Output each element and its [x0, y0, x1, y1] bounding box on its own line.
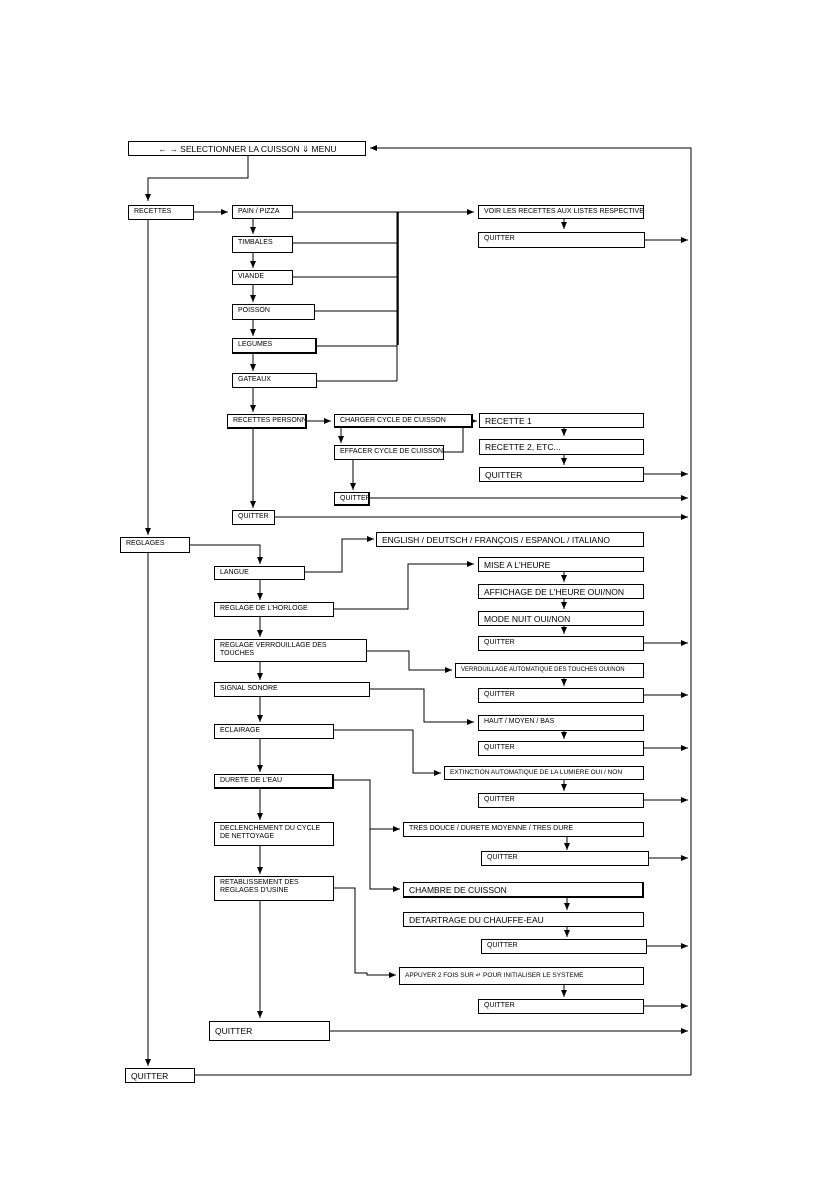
setting-langue[interactable]: LANGUE — [214, 566, 305, 580]
mise-a-l-heure[interactable]: MISE A L'HEURE — [478, 557, 644, 572]
setting-eclairage[interactable]: ECLAIRAGE — [214, 724, 334, 739]
affichage-heure[interactable]: AFFICHAGE DE L'HEURE OUI/NON — [478, 584, 644, 599]
effacer-cycle[interactable]: EFFACER CYCLE DE CUISSON — [334, 445, 444, 460]
detartrage[interactable]: DETARTRAGE DU CHAUFFE-EAU — [403, 912, 644, 927]
signal-quit-button[interactable]: QUITTER — [478, 741, 644, 756]
extinction-auto[interactable]: EXTINCTION AUTOMATIQUE DE LA LUMIERE OUI… — [444, 766, 644, 780]
recettes-quit-button[interactable]: QUITTER — [232, 510, 275, 525]
durete-quit-button[interactable]: QUITTER — [481, 851, 649, 866]
effacer-quit-button[interactable]: QUITTER — [334, 492, 370, 506]
recipe-gateaux[interactable]: GATEAUX — [232, 373, 317, 388]
verrouillage-quit-button[interactable]: QUITTER — [478, 688, 644, 703]
setting-reglages-usine[interactable]: RETABLISSEMENT DES REGLAGES D'USINE — [214, 876, 334, 901]
setting-signal-sonore[interactable]: SIGNAL SONORE — [214, 682, 370, 697]
chambre-de-cuisson[interactable]: CHAMBRE DE CUISSON — [403, 882, 644, 898]
verrouillage-auto[interactable]: VERROUILLAGE AUTOMATIQUE DES TOUCHES OUI… — [455, 663, 644, 678]
recipe-poisson[interactable]: POISSON — [232, 304, 315, 320]
usine-quit-button[interactable]: QUITTER — [478, 999, 644, 1014]
setting-verrouillage[interactable]: REGLAGE VERROUILLAGE DES TOUCHES — [214, 639, 367, 662]
nettoyage-quit-button[interactable]: QUITTER — [481, 939, 647, 954]
signal-options[interactable]: HAUT / MOYEN / BAS — [478, 715, 644, 731]
reglages-menu[interactable]: REGLAGES — [120, 537, 190, 553]
setting-durete-eau[interactable]: DURETE DE L'EAU — [214, 774, 334, 789]
langue-options[interactable]: ENGLISH / DEUTSCH / FRANÇOIS / ESPANOL /… — [376, 532, 644, 547]
voir-quit-button[interactable]: QUITTER — [478, 232, 645, 248]
recipe-timbales[interactable]: TIMBALES — [232, 236, 293, 253]
main-quit-button[interactable]: QUITTER — [125, 1068, 195, 1083]
select-cooking-menu[interactable]: ← → SELECTIONNER LA CUISSON ⇓ MENU — [128, 141, 366, 156]
recipe-viande[interactable]: VIANDE — [232, 270, 293, 285]
recette-2[interactable]: RECETTE 2, ETC... — [479, 439, 644, 455]
recettes-personnel[interactable]: RECETTES PERSONNEL — [227, 414, 307, 429]
recipe-pain-pizza[interactable]: PAIN / PIZZA — [232, 205, 293, 219]
recettes-menu[interactable]: RECETTES — [128, 205, 194, 220]
setting-horloge[interactable]: REGLAGE DE L'HORLOGE — [214, 602, 334, 617]
recette-1[interactable]: RECETTE 1 — [479, 413, 644, 428]
setting-nettoyage[interactable]: DECLENCHEMENT DU CYCLE DE NETTOYAGE — [214, 822, 334, 846]
horloge-quit-button[interactable]: QUITTER — [478, 636, 644, 651]
recipe-legumes[interactable]: LEGUMES — [232, 338, 317, 354]
voir-recettes[interactable]: VOIR LES RECETTES AUX LISTES RESPECTIVES — [478, 205, 644, 219]
eclairage-quit-button[interactable]: QUITTER — [478, 793, 644, 808]
mode-nuit[interactable]: MODE NUIT OUI/NON — [478, 611, 644, 626]
reglages-quit-button[interactable]: QUITTER — [209, 1021, 330, 1041]
recette-quit-button[interactable]: QUITTER — [479, 467, 644, 482]
appuyer-initialiser[interactable]: APPUYER 2 FOIS SUR ↵ POUR INITIALISER LE… — [399, 967, 644, 985]
durete-options[interactable]: TRES DOUCE / DURETE MOYENNE / TRES DURE — [403, 822, 644, 837]
charger-cycle[interactable]: CHARGER CYCLE DE CUISSON — [334, 414, 473, 428]
